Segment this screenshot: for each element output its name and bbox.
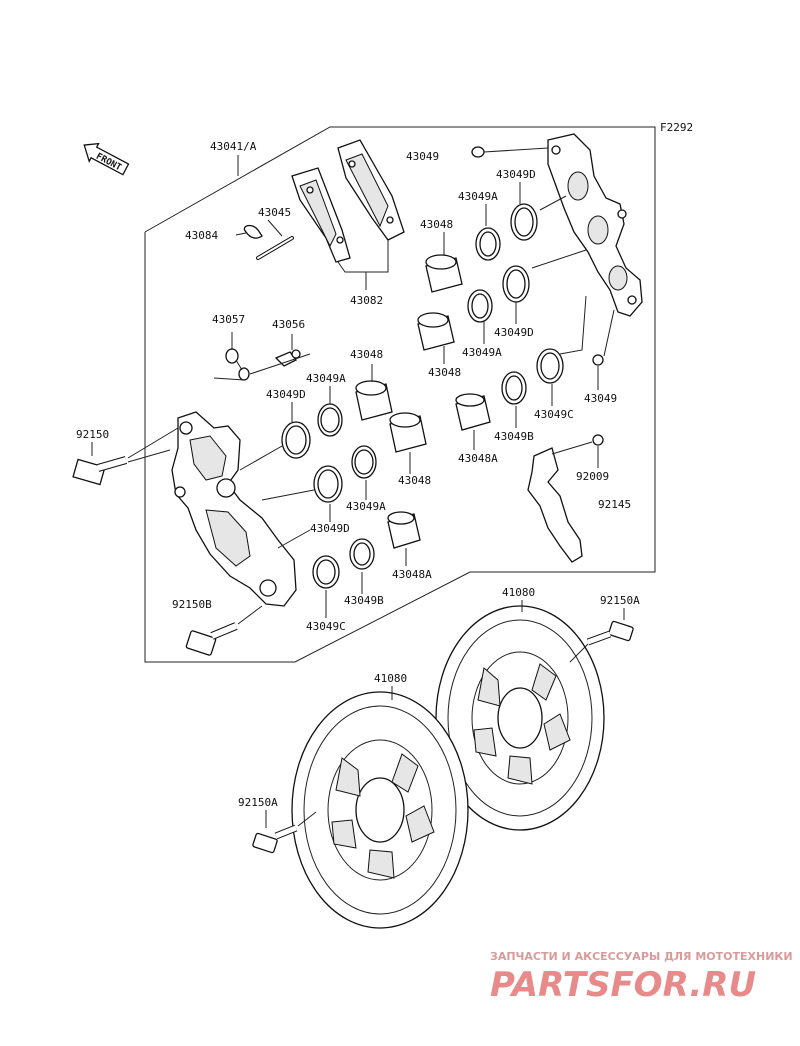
bleeder-valve <box>274 349 301 367</box>
label-43049c-l: 43049C <box>306 620 346 633</box>
label-41080-b: 41080 <box>374 672 407 685</box>
label-92009: 92009 <box>576 470 609 483</box>
front-arrow-icon: FRONT <box>83 142 130 176</box>
label-43048-mid: 43048 <box>428 366 461 379</box>
disc-bolt-a <box>586 620 634 646</box>
left-caliper-body <box>171 411 297 607</box>
watermark-logo: PARTSFOR.RU <box>490 965 756 1005</box>
piston-43048a-right <box>455 393 491 431</box>
brake-pad-pair <box>291 139 405 263</box>
label-43048-l2: 43048 <box>398 474 431 487</box>
pin-clip <box>243 224 263 239</box>
piston-43048-l2 <box>389 412 427 453</box>
assembly-outline <box>144 126 656 663</box>
figure-code: F2292 <box>660 121 693 134</box>
caliper-bolt-b <box>185 622 238 656</box>
label-43048-l1: 43048 <box>350 348 383 361</box>
label-92150a-b: 92150A <box>238 796 278 809</box>
bracket-screw <box>592 434 604 446</box>
label-43049a-l1: 43049A <box>306 372 346 385</box>
label-41080-a: 41080 <box>502 586 535 599</box>
caliper-bolt <box>72 456 128 486</box>
piston-43048-l1 <box>355 380 393 421</box>
brake-disc-front <box>291 691 469 929</box>
piston-43048a-l <box>387 511 421 549</box>
label-92150b: 92150B <box>172 598 212 611</box>
label-43056: 43056 <box>272 318 305 331</box>
label-43049b-l: 43049B <box>344 594 384 607</box>
bush-43049-right <box>592 354 604 366</box>
label-43049c-right: 43049C <box>534 408 574 421</box>
label-43082: 43082 <box>350 294 383 307</box>
label-43041a: 43041/A <box>210 140 257 153</box>
label-43049a-mid: 43049A <box>462 346 502 359</box>
piston-43048-mid <box>417 312 455 351</box>
label-43057: 43057 <box>212 313 245 326</box>
brake-disc-rear <box>435 605 605 831</box>
label-43048a-right: 43048A <box>458 452 498 465</box>
label-43049-right: 43049 <box>584 392 617 405</box>
disc-bolt-b <box>252 824 298 854</box>
label-92150a-a: 92150A <box>600 594 640 607</box>
label-43048a-l: 43048A <box>392 568 432 581</box>
right-caliper-body <box>547 133 643 317</box>
label-43049d-top: 43049D <box>496 168 536 181</box>
pad-pin <box>256 236 294 260</box>
watermark-tagline: ЗАПЧАСТИ И АКСЕССУАРЫ ДЛЯ МОТОТЕХНИКИ <box>490 950 793 963</box>
bush-43049-top <box>471 146 485 158</box>
label-43045: 43045 <box>258 206 291 219</box>
label-43049-top: 43049 <box>406 150 439 163</box>
label-43048-top: 43048 <box>420 218 453 231</box>
label-43049b-right: 43049B <box>494 430 534 443</box>
label-43049d-l2: 43049D <box>310 522 350 535</box>
label-92145: 92145 <box>598 498 631 511</box>
label-43049a-l2: 43049A <box>346 500 386 513</box>
label-43049d-mid: 43049D <box>494 326 534 339</box>
bleeder-cap <box>225 348 250 381</box>
label-43084: 43084 <box>185 229 218 242</box>
pad-spring-bracket <box>527 447 583 563</box>
piston-43048-top <box>425 254 463 293</box>
label-43049d-l1: 43049D <box>266 388 306 401</box>
label-43049a-top: 43049A <box>458 190 498 203</box>
label-92150: 92150 <box>76 428 109 441</box>
